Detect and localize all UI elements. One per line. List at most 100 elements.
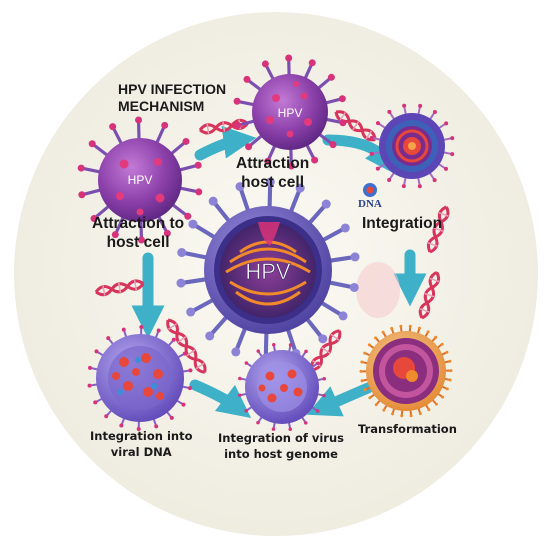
virus-spike-tip [433,110,437,114]
virus-spike-tip [316,409,320,413]
virus-spike-tip [444,121,448,125]
virus-spike-tip [339,311,348,320]
virus-spike-tip [376,121,380,125]
virus-spike-tip [304,421,308,425]
label-line: Attraction to [92,214,184,233]
virus-spike-tip [360,370,363,373]
virus-spike-tip [289,343,293,347]
virus-spike-tip [351,252,360,261]
label-attraction-to-host-cell: Attraction to host cell [92,214,184,252]
diagram-title: HPV INFECTION MECHANISM [118,81,226,115]
virus-spike-tip [195,162,202,169]
virus-spike-tip [410,414,413,417]
virus-spike-tip [450,152,454,156]
label-line: viral DNA [90,444,192,460]
virus-spike-tip [399,325,402,328]
virus-spike-tip [311,157,318,164]
virus-spike-tip [104,414,108,418]
virus-spike-tip [418,184,422,188]
virus-spike-tip [243,76,250,83]
virus-spike-tip [370,152,374,156]
virus-spike-tip [88,384,92,388]
virus-spike-tip [339,95,346,102]
virus-spike-tip [364,388,367,391]
virus-spike-tip [195,188,202,195]
virus-spike-tip [427,408,430,411]
label-line: Integration of virus [218,430,344,446]
virus-spike-tip [441,396,444,399]
virus-spike-tip [375,403,378,406]
label-attraction-host-cell: Attraction host cell [236,154,309,192]
virus-spike-tip [402,184,406,188]
virus-spike-tip [318,334,327,343]
virus-spike-tip [88,366,92,370]
virus-spike-tip [433,178,437,182]
virus-central-label: HPV [245,259,291,284]
virus-spike-tip [209,197,218,206]
virus-spike-tip [368,343,371,346]
virus-spike-tip [445,351,448,354]
dna-badge-icon [363,183,377,197]
virus-spike-tip [170,416,174,420]
virus-spike-tip [363,352,366,355]
virus-spike-tip [448,360,451,363]
virus-spike-tip [368,396,371,399]
virus-spike-tip [188,368,192,372]
virus-spike-tip [188,220,197,229]
title-line1: HPV INFECTION [118,81,226,98]
virus-spike-tip [339,119,346,126]
virus-spike-tip [400,414,403,417]
virus-spike-tip [402,104,406,108]
virus-spike-tip [391,412,394,415]
virus-spike-tip [272,343,276,347]
virus-spike-tip [444,167,448,171]
virus-spike-tip [387,178,391,182]
virus-spike-tip [93,400,97,404]
virus-spike-tip [238,393,242,397]
virus-spike-tip [182,403,186,407]
pink-haze [356,262,400,318]
virus-spike-tip [441,343,444,346]
virus-spike-tip [231,347,240,356]
virus-spike-tip [234,98,241,105]
virus-spike-tip [390,327,393,330]
virus-spike-tip [78,165,85,172]
virus-spike-tip [322,377,326,381]
virus-spike-tip [341,223,350,232]
virus-spike-tip [450,136,454,140]
virus-spike-tip [316,361,320,365]
virus-spike-tip [419,412,422,415]
virus-spike-tip [94,349,98,353]
virus-spike-tip [322,394,326,398]
virus-spike-tip [387,110,391,114]
virus-spike-tip [262,60,269,67]
virus-spike-tip [427,330,430,333]
virus-spike-tip [434,336,437,339]
virus-spike-tip [435,403,438,406]
label-transformation: Transformation [358,421,457,437]
virus-spike-tip [256,349,260,353]
virus-spike-tip [350,283,359,292]
label-integration-of-virus: Integration of virus into host genome [218,430,344,462]
virus-spike-tip [238,377,242,381]
virus-spike-tip [374,336,377,339]
virus-spike-tip [245,143,252,150]
label-dna-tag: DNA [358,198,382,210]
label-integration: Integration [362,214,442,233]
label-integration-into-viral-dna: Integration into viral DNA [90,428,192,460]
virus-spike-tip [244,409,248,413]
virus-spike-tip [139,325,143,329]
virus-top-label: HPV [278,106,303,120]
virus-spike-tip [182,138,189,145]
virus-spike-tip [186,308,195,317]
virus-spike-tip [122,328,126,332]
virus-spike-tip [172,338,176,342]
virus-spike-tip [245,361,249,365]
title-line2: MECHANISM [118,98,226,115]
virus-spike-tip [135,117,142,124]
label-line: host cell [92,233,184,252]
virus-left-label: HPV [128,173,153,187]
virus-spike-tip [309,59,316,66]
virus-spike-tip [322,200,331,209]
